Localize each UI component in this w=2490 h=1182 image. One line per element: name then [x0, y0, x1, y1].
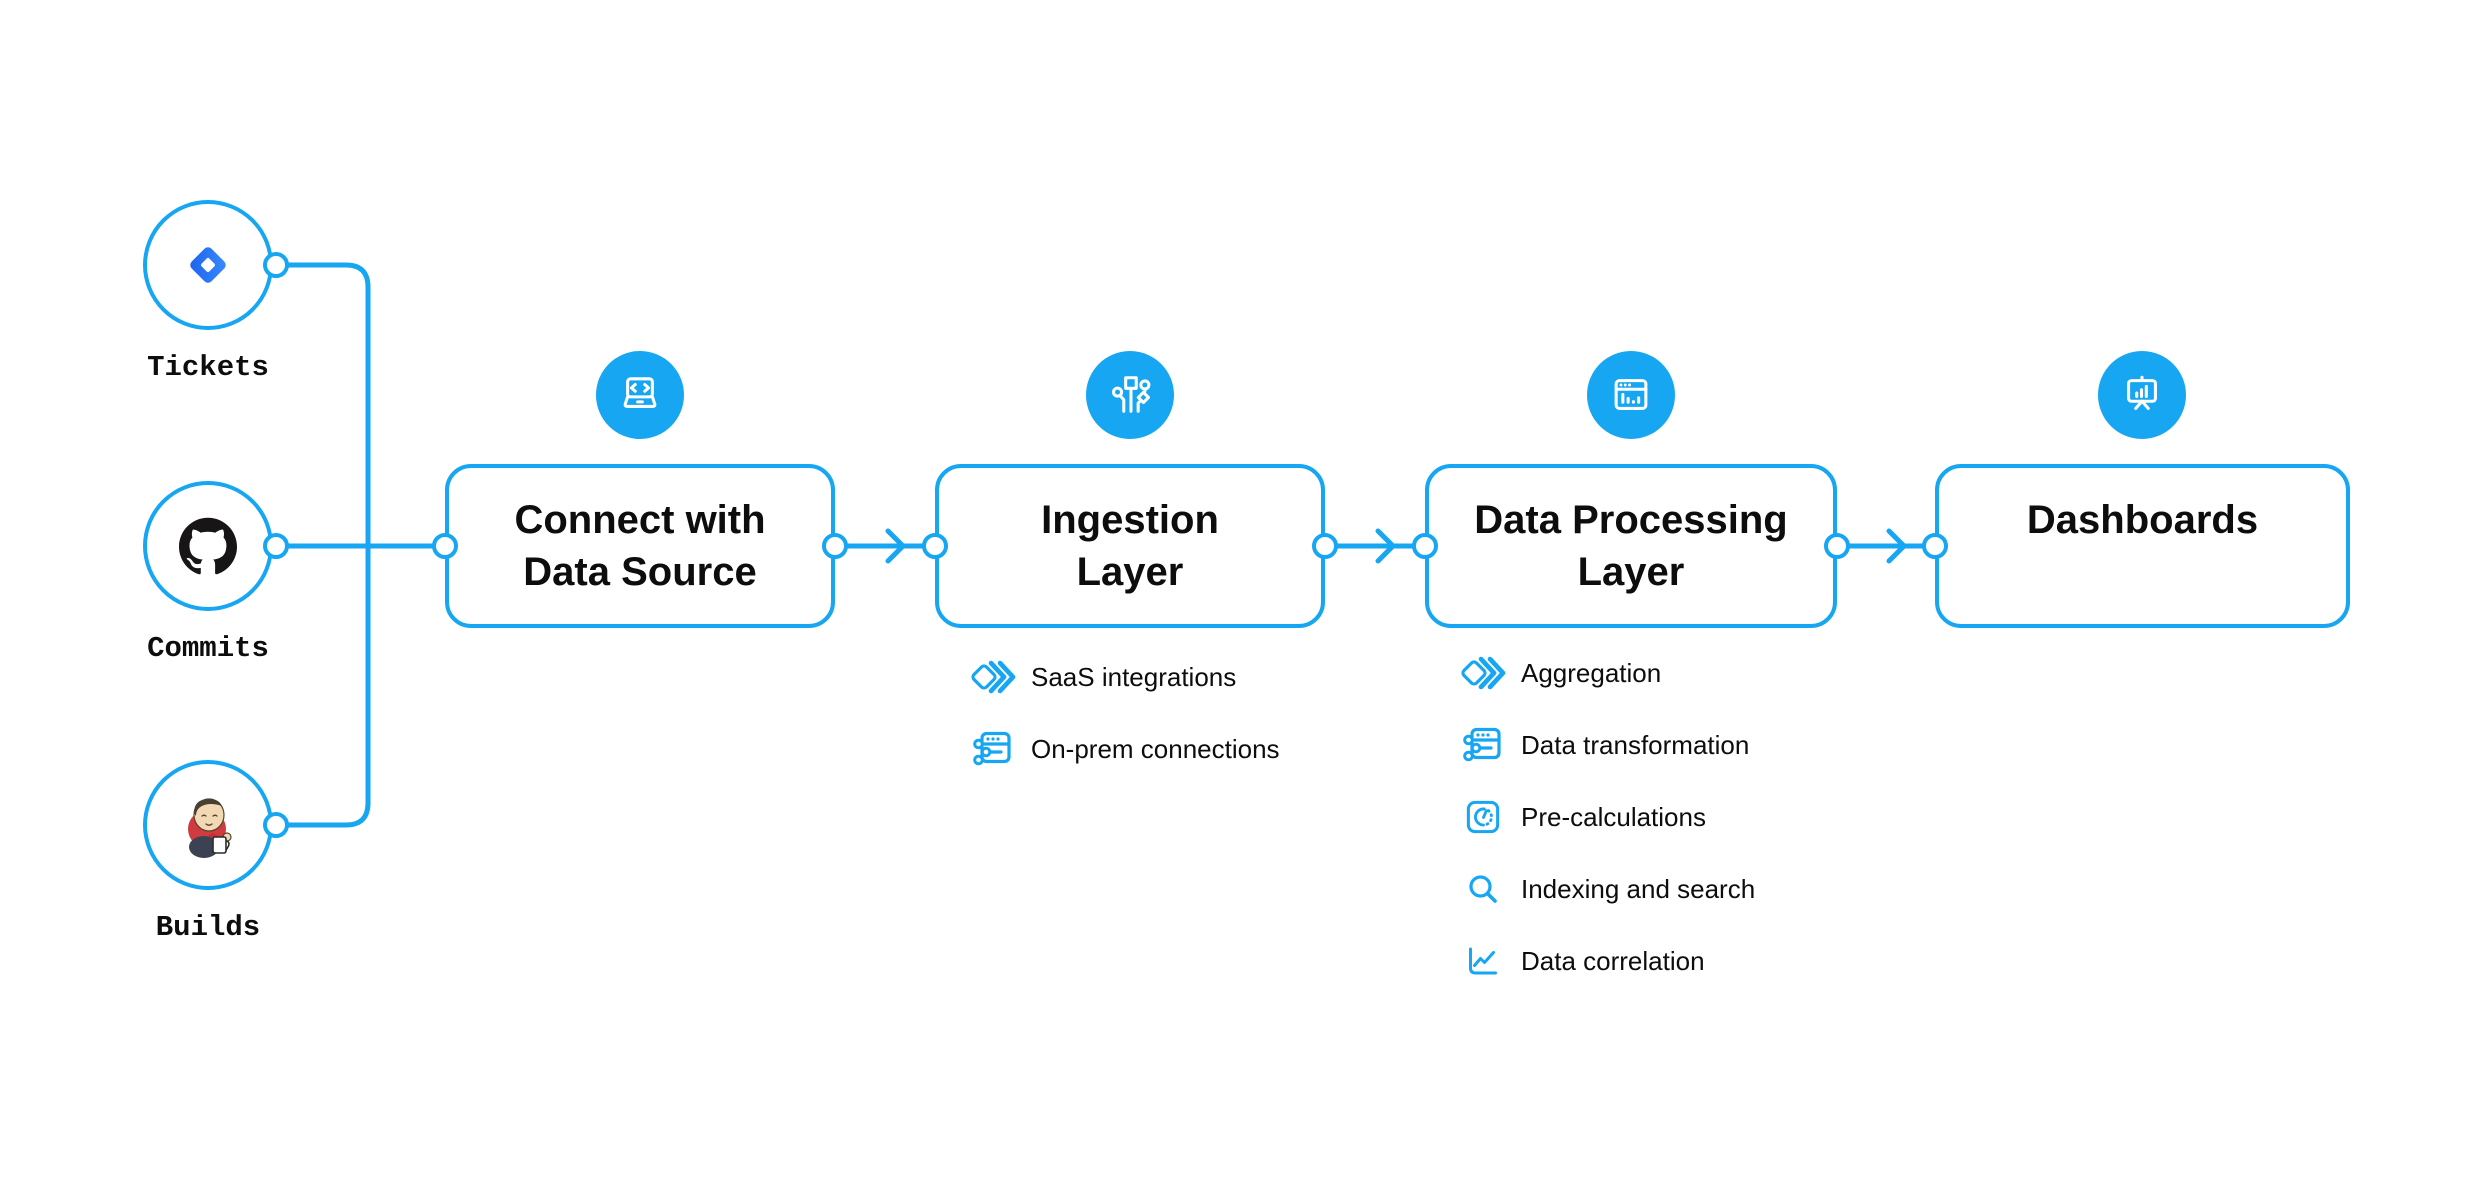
feature-label: Indexing and search — [1521, 874, 1756, 904]
window-chart-icon — [1614, 379, 1648, 410]
feature-label: Aggregation — [1521, 658, 1662, 688]
source-node-builds — [143, 760, 273, 890]
presentation-chart-icon — [2127, 375, 2157, 410]
source-label-tickets: Tickets — [147, 351, 269, 384]
list-item: Data correlation — [1460, 936, 1755, 986]
feature-label: Pre-calculations — [1521, 802, 1706, 832]
source-node-tickets — [143, 200, 273, 330]
list-item: Pre-calculations — [1460, 792, 1755, 842]
box-title: Ingestion Layer — [1041, 498, 1219, 594]
box-title: Dashboards — [2026, 498, 2259, 542]
badge-dashboards — [2098, 351, 2186, 439]
jenkins-icon — [188, 798, 232, 858]
data-streams-icon — [1111, 376, 1151, 413]
feature-label: On-prem connections — [1031, 734, 1280, 764]
list-item: On-prem connections — [970, 724, 1280, 774]
source-node-commits — [143, 481, 273, 611]
box-title: Connect with Data Source — [514, 498, 766, 594]
badge-data-processing-layer — [1587, 351, 1675, 439]
source-label-builds: Builds — [155, 911, 261, 944]
box-title: Data Processing Layer — [1474, 498, 1788, 594]
ingestion-feature-list: SaaS integrations On-prem connections — [970, 652, 1280, 796]
line-chart-icon — [1460, 943, 1506, 979]
laptop-code-icon — [623, 377, 657, 408]
stacked-diamonds-icon — [1460, 654, 1506, 692]
feature-label: SaaS integrations — [1031, 662, 1237, 692]
list-item: Data transformation — [1460, 720, 1755, 770]
arrow-icon — [1375, 528, 1396, 564]
github-icon — [179, 517, 237, 575]
flow-box-connect-data-source: Connect with Data Source — [445, 464, 835, 628]
feature-label: Data transformation — [1521, 730, 1750, 760]
window-sliders-icon — [1460, 725, 1506, 765]
arrow-icon — [1886, 528, 1907, 564]
jira-icon — [190, 247, 226, 283]
badge-ingestion-layer — [1086, 351, 1174, 439]
list-item: SaaS integrations — [970, 652, 1280, 702]
flow-box-dashboards: Dashboards — [1935, 464, 2350, 628]
flow-box-data-processing-layer: Data Processing Layer — [1425, 464, 1837, 628]
window-sliders-icon — [970, 729, 1016, 769]
badge-connect-data-source — [596, 351, 684, 439]
source-trunk-line — [276, 262, 371, 828]
gauge-square-icon — [1460, 800, 1506, 834]
flow-box-ingestion-layer: Ingestion Layer — [935, 464, 1325, 628]
list-item: Aggregation — [1460, 648, 1755, 698]
arrow-icon — [885, 528, 906, 564]
source-label-commits: Commits — [147, 632, 269, 665]
list-item: Indexing and search — [1460, 864, 1755, 914]
processing-feature-list: Aggregation Data transformation — [1460, 648, 1755, 1008]
magnifier-icon — [1460, 872, 1506, 906]
stacked-diamonds-icon — [970, 658, 1016, 696]
feature-label: Data correlation — [1521, 946, 1705, 976]
